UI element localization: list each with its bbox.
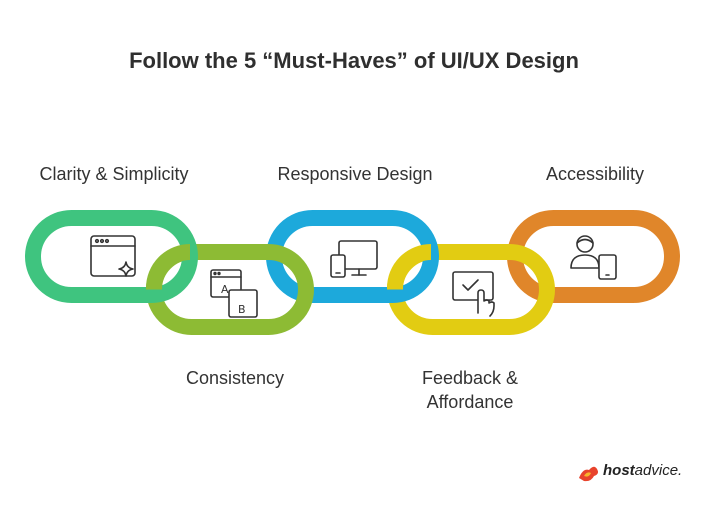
label-feedback-line1: Feedback & [421, 368, 519, 388]
person-tablet-icon [570, 235, 617, 280]
label-responsive: Responsive Design [277, 164, 433, 184]
label-accessibility: Accessibility [545, 164, 645, 184]
ab-test-icon: A B [210, 269, 258, 318]
link-consistency-overlap [146, 244, 191, 290]
label-clarity: Clarity & Simplicity [39, 164, 189, 184]
hostadvice-wordmark: hostadvice. [603, 462, 682, 479]
logo-brand-bold: host [603, 462, 635, 479]
touch-check-icon [452, 271, 495, 317]
hostadvice-mark-icon [579, 466, 598, 482]
svg-text:B: B [238, 303, 246, 316]
label-consistency: Consistency [185, 368, 285, 388]
page-title: Follow the 5 “Must-Haves” of UI/UX Desig… [129, 48, 579, 73]
link-feedback-overlap [387, 244, 432, 290]
devices-icon [330, 240, 378, 278]
browser-sparkle-icon [90, 235, 136, 277]
logo-brand-rest: advice. [634, 462, 683, 479]
label-feedback: Feedback & Affordance [390, 366, 550, 414]
label-feedback-line2: Affordance [426, 392, 514, 412]
svg-text:A: A [221, 283, 229, 296]
hostadvice-logo: hostadvice. [575, 458, 685, 488]
